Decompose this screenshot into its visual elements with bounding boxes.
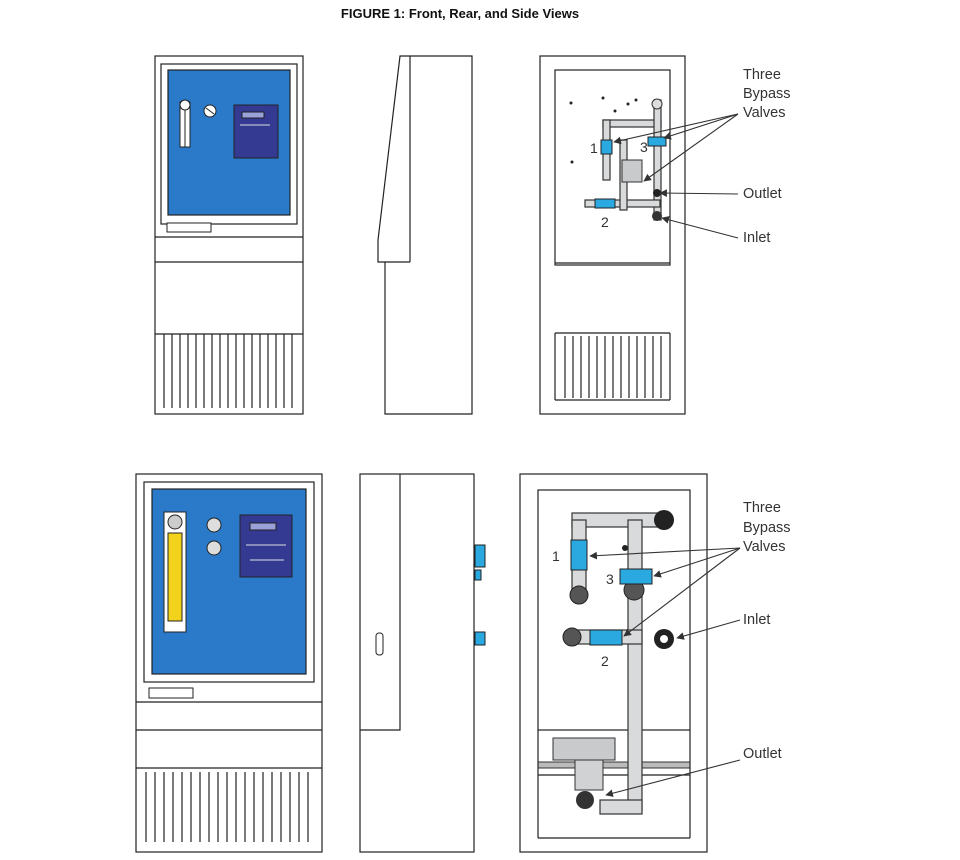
top-bypass-valve-3 [647, 136, 667, 147]
top-valve-number-3: 3 [640, 139, 648, 155]
bottom-callout-valves-line3: Valves [743, 539, 785, 555]
bottom-front-view [135, 473, 323, 853]
top-rear-view: 1 2 3 Three Bypass Valves Outlet Inlet [539, 55, 791, 415]
top-valve-number-2: 2 [601, 214, 609, 230]
top-callout-valves-line2: Bypass [743, 86, 791, 102]
bottom-bypass-valve-2 [589, 629, 623, 646]
bottom-callout-valves-line1: Three [743, 500, 781, 516]
bottom-rear-view: 1 2 3 Three Bypass Valves Inlet Outlet [519, 473, 791, 853]
bottom-callout-valves-line2: Bypass [743, 520, 791, 536]
bottom-side-view [359, 473, 486, 853]
bottom-callout-inlet: Inlet [743, 612, 770, 628]
top-valve-number-1: 1 [590, 140, 598, 156]
top-callout-valves-line1: Three [743, 67, 781, 83]
top-callout-inlet: Inlet [743, 230, 770, 246]
top-side-view [377, 55, 473, 415]
top-callout-valves-line3: Valves [743, 105, 785, 121]
bottom-valve-number-1: 1 [552, 548, 560, 564]
gauge-icon [206, 517, 222, 533]
controller-icon [233, 104, 279, 159]
top-callout-outlet: Outlet [743, 186, 782, 202]
bottom-bypass-valve-3 [619, 568, 653, 585]
figure-title: FIGURE 1: Front, Rear, and Side Views [340, 6, 580, 21]
flow-meter-icon [167, 532, 183, 622]
gauge-icon [206, 540, 222, 556]
top-bypass-valve-2 [594, 198, 616, 209]
bottom-valve-number-2: 2 [601, 653, 609, 669]
top-bypass-valve-1 [600, 139, 613, 155]
bottom-bypass-valve-1 [570, 539, 588, 571]
top-front-view [154, 55, 304, 415]
bottom-callout-outlet: Outlet [743, 746, 782, 762]
bottom-valve-number-3: 3 [606, 571, 614, 587]
